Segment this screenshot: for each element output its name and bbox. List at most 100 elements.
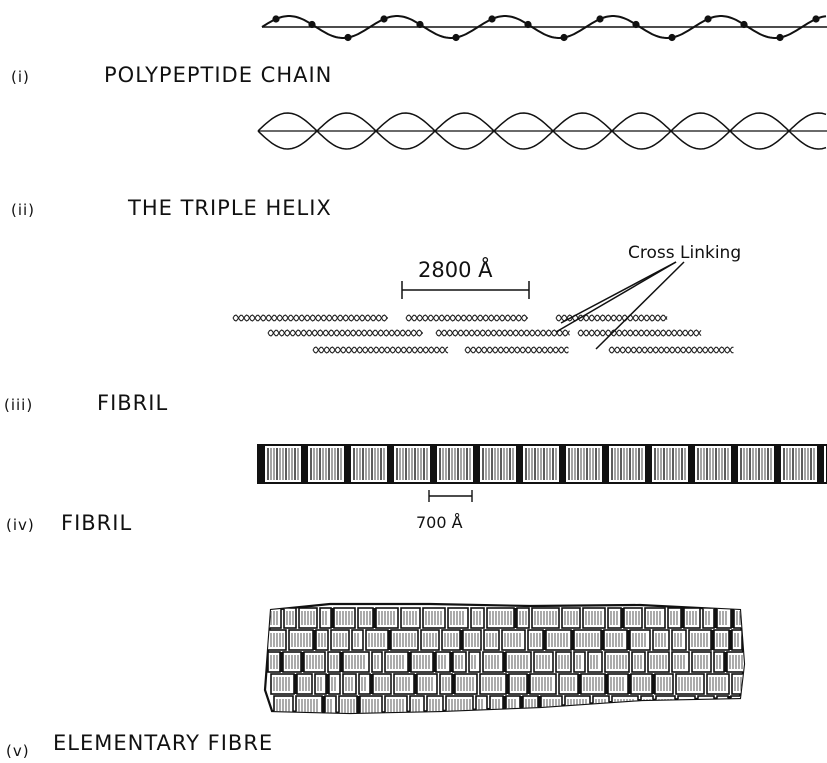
fibre-segment [427, 696, 443, 716]
fibre-segment [523, 696, 538, 716]
polypeptide-chain-figure [262, 15, 827, 41]
fibre-segment [446, 696, 473, 716]
fibre-segment [487, 608, 514, 628]
residue-dot [344, 34, 351, 41]
fibre-segment [476, 696, 487, 716]
chain-residues [272, 15, 819, 41]
fibre-segment [732, 674, 756, 694]
panel-numeral-iv: (iv) [6, 516, 35, 534]
dark-band [602, 446, 609, 482]
dark-band [817, 446, 824, 482]
fibre-segment [703, 608, 714, 628]
fibre-segment [320, 608, 331, 628]
dark-band [559, 446, 566, 482]
residue-dot [272, 15, 279, 22]
triple-helix-figure [258, 113, 827, 149]
fibre-segment [297, 674, 312, 694]
fibre-segment [672, 630, 686, 650]
fibre-segment [343, 674, 356, 694]
residue-dot [776, 34, 783, 41]
fibril-molecule-array: 2800 Å Cross Linking [233, 243, 741, 353]
fibre-segment [574, 652, 585, 672]
residue-dot [524, 21, 531, 28]
band-period-bracket [429, 490, 472, 502]
fibre-segment [480, 674, 506, 694]
fibril-period-label: 2800 Å [418, 256, 493, 282]
fibre-segment [745, 630, 766, 650]
panel-caption-iii: FIBRIL [97, 391, 168, 415]
fibre-segment [469, 652, 480, 672]
fibre-segment [528, 630, 543, 650]
elementary-fibre-bundle [262, 604, 767, 716]
fibre-segment [329, 674, 340, 694]
residue-dot [668, 34, 675, 41]
residue-dot [596, 15, 603, 22]
fibre-segment [717, 608, 731, 628]
panel-numeral-ii: (ii) [11, 201, 35, 219]
fibre-segment [714, 630, 729, 650]
residue-dot [632, 21, 639, 28]
dark-band [688, 446, 695, 482]
fibre-segment [530, 674, 556, 694]
fibre-segment [532, 608, 559, 628]
fibre-segment [358, 608, 373, 628]
fibre-segment [453, 652, 466, 672]
fibre-segment [372, 652, 382, 672]
fibre-segment [574, 630, 601, 650]
dark-band [645, 446, 652, 482]
residue-dot [560, 34, 567, 41]
segment-gap [764, 652, 767, 672]
residue-dot [704, 15, 711, 22]
fibre-segment [436, 652, 450, 672]
segment-gap [756, 674, 759, 694]
panel-caption-i: POLYPEPTIDE CHAIN [104, 63, 332, 87]
fibre-segment [632, 652, 645, 672]
panel-caption-v: ELEMENTARY FIBRE [53, 731, 273, 755]
fibre-segment [359, 674, 370, 694]
cross-linking-label: Cross Linking [628, 243, 741, 263]
dark-band [516, 446, 523, 482]
dark-band [430, 446, 437, 482]
fibre-segment [506, 696, 520, 716]
fibre-segment [593, 696, 609, 716]
fibre-segment [608, 608, 621, 628]
fibre-segment [748, 652, 764, 672]
fibre-segment [391, 630, 418, 650]
residue-dot [452, 34, 459, 41]
dark-band [258, 446, 265, 482]
panel-numeral-i: (i) [11, 68, 30, 86]
residue-dot [488, 15, 495, 22]
residue-dot [740, 21, 747, 28]
dark-band [344, 446, 351, 482]
segment-gap [745, 652, 748, 672]
dark-band [473, 446, 480, 482]
dark-band [387, 446, 394, 482]
molecule-rows [233, 315, 734, 353]
period-bracket-2800 [402, 281, 529, 299]
fibre-segment [410, 696, 424, 716]
fibre-segment [668, 608, 681, 628]
band-period-label: 700 Å [416, 513, 463, 532]
residue-dot [812, 15, 819, 22]
fibre-segment [684, 608, 700, 628]
fibre-segment [556, 652, 571, 672]
fibre-segment [612, 696, 638, 716]
fibre-segment [271, 674, 294, 694]
panel-caption-iv: FIBRIL [61, 511, 132, 535]
dark-band [774, 446, 781, 482]
fibre-segment [471, 608, 484, 628]
fibre-segment [262, 608, 281, 628]
fibre-segment [502, 630, 525, 650]
fibre-segment [588, 652, 602, 672]
fibre-segment [315, 674, 326, 694]
residue-dot [380, 15, 387, 22]
panel-caption-ii: THE TRIPLE HELIX [127, 196, 332, 220]
panel-numeral-v: (v) [6, 742, 30, 760]
fibre-segment [714, 652, 724, 672]
banded-fibril: 700 Å [258, 445, 827, 532]
residue-dot [308, 21, 315, 28]
fibre-segment [653, 630, 669, 650]
dark-band [731, 446, 738, 482]
fibre-segment [343, 652, 369, 672]
